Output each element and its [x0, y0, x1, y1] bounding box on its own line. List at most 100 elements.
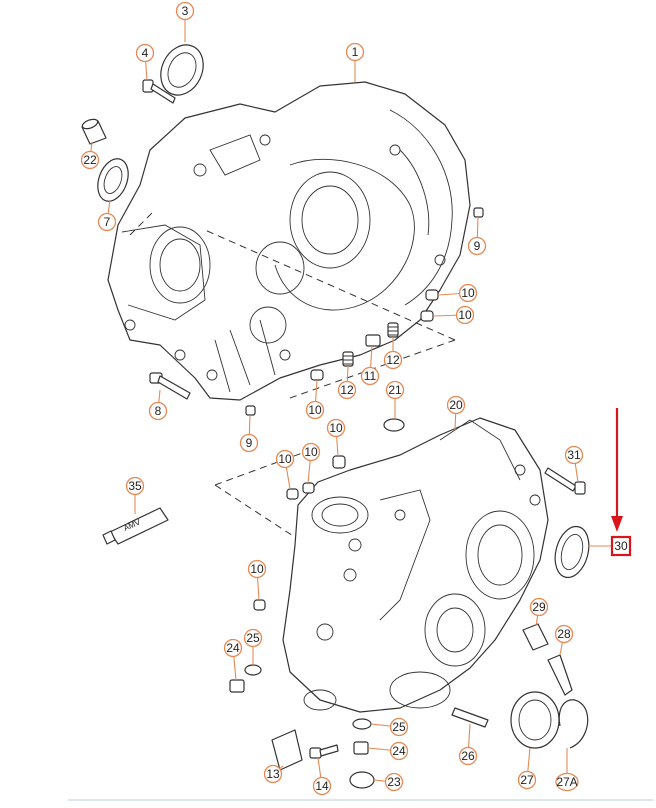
callout-ring: [125, 476, 145, 496]
sleeve-22: [81, 118, 107, 145]
callout-29: 29: [529, 597, 549, 617]
dowel-10-c: [310, 369, 324, 381]
plug-21: [383, 418, 405, 432]
callout-14: 14: [312, 776, 332, 796]
dowel-10-e: [286, 488, 299, 500]
callout-label: 21: [388, 383, 402, 397]
callout-label: 28: [557, 627, 571, 641]
callout-10: 10: [458, 283, 478, 303]
callout-ring: [135, 43, 155, 63]
callout-10: 10: [275, 449, 295, 469]
callout-label: 24: [226, 641, 240, 655]
seal-ring-3: [160, 44, 204, 96]
callout-ring: [239, 433, 259, 453]
callout-ring: [467, 236, 487, 256]
callout-label: 10: [461, 286, 475, 300]
bolt-8: [149, 372, 191, 400]
callout-ring: [243, 628, 263, 648]
callout-label: 25: [392, 720, 406, 734]
sensor-29: [522, 623, 549, 651]
callout-label: 3: [182, 4, 189, 18]
callout-21: 21: [385, 380, 405, 400]
callout-ring: [97, 212, 117, 232]
callout-label: 13: [266, 767, 280, 781]
callout-20: 20: [446, 395, 466, 415]
callout-10: 10: [326, 418, 346, 438]
callout-30: 30: [610, 535, 632, 557]
washer-25-left: [244, 664, 262, 676]
callout-label: 9: [474, 239, 481, 253]
block-11: [365, 334, 381, 347]
callout-25: 25: [243, 628, 263, 648]
cover-27: [510, 691, 560, 749]
callout-10: 10: [247, 559, 267, 579]
highlight-box: [610, 535, 632, 557]
bottom-rule: [68, 799, 654, 801]
callout-13: 13: [263, 764, 283, 784]
callout-label: 27A: [556, 775, 577, 789]
callout-12: 12: [337, 380, 357, 400]
callout-9: 9: [467, 236, 487, 256]
callout-ring: [326, 418, 346, 438]
callout-24: 24: [389, 741, 409, 761]
callout-ring: [389, 717, 409, 737]
callout-11: 11: [360, 366, 380, 386]
callout-label: 1: [352, 45, 359, 59]
bolt-31: [544, 467, 586, 495]
callout-label: 35: [128, 479, 142, 493]
callout-ring: [312, 776, 332, 796]
callout-ring: [275, 449, 295, 469]
callout-24: 24: [223, 638, 243, 658]
callout-label: 12: [386, 353, 400, 367]
dowel-10-b: [420, 310, 434, 322]
callout-ring: [345, 42, 365, 62]
callout-ring: [455, 305, 475, 325]
callout-label: 7: [104, 215, 111, 229]
callout-label: 14: [315, 779, 329, 793]
pin-9-lower: [245, 405, 256, 416]
callout-label: 10: [308, 403, 322, 417]
callout-label: 20: [449, 398, 463, 412]
callout-label: 10: [458, 308, 472, 322]
callout-3: 3: [175, 1, 195, 21]
seal-ring-7: [97, 158, 129, 202]
callout-label: 10: [250, 562, 264, 576]
callout-label: 25: [246, 631, 260, 645]
callout-ring: [247, 559, 267, 579]
callout-7: 7: [97, 212, 117, 232]
callout-10: 10: [301, 442, 321, 462]
callout-ring: [383, 350, 403, 370]
switch-28: [547, 654, 573, 696]
callout-10: 10: [305, 400, 325, 420]
callout-12: 12: [383, 350, 403, 370]
callout-label: 11: [364, 369, 377, 383]
callout-1: 1: [345, 42, 365, 62]
callout-ring: [458, 283, 478, 303]
washer-25-lower: [352, 718, 372, 730]
dowel-10-d: [332, 455, 346, 469]
callout-22: 22: [80, 150, 100, 170]
callout-31: 31: [564, 445, 584, 465]
callout-label: 10: [304, 445, 318, 459]
callout-ring: [80, 150, 100, 170]
plug-24-left: [229, 679, 245, 693]
callout-ring: [175, 1, 195, 21]
callout-label: 27: [520, 773, 534, 787]
callout-ring: [305, 400, 325, 420]
callout-8: 8: [148, 401, 168, 421]
lower-gearbox-housing: [282, 417, 549, 713]
callout-ring: [301, 442, 321, 462]
callout-ring: [529, 597, 549, 617]
callout-ring: [389, 741, 409, 761]
pin-9-upper: [473, 207, 484, 218]
callout-ring: [446, 395, 466, 415]
callout-label: 24: [392, 744, 406, 758]
sensor-26: [451, 707, 489, 728]
callout-ring: [263, 764, 283, 784]
callout-ring: [564, 445, 584, 465]
bolt-14: [309, 744, 339, 759]
dowel-10-g: [253, 599, 266, 611]
callout-label: 31: [567, 448, 581, 462]
bracket-13: [271, 729, 303, 771]
callout-23: 23: [384, 772, 404, 792]
